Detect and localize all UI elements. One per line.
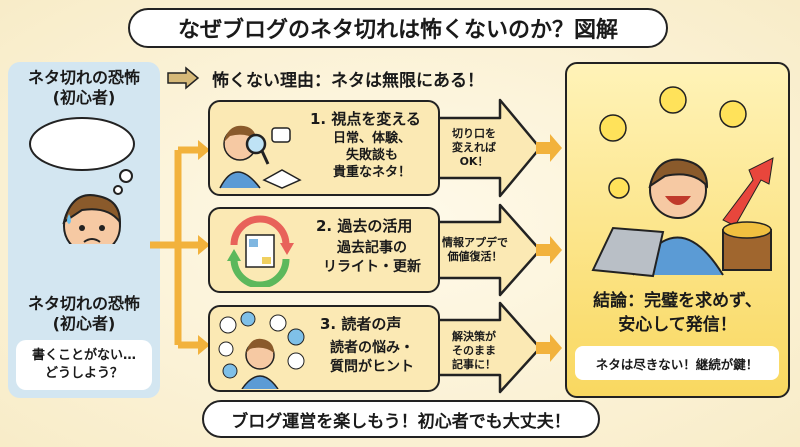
card-text-line: 日常、体験、 xyxy=(332,131,411,146)
reason-header: 怖くない理由：ネタは無限にある！ xyxy=(212,71,484,91)
card-title: 2. 過去の活用 xyxy=(316,217,413,235)
fear-heading-bottom-sub: (初心者) xyxy=(52,314,116,333)
questions-boy-icon xyxy=(218,311,305,389)
card-text-line: 読者の悩み・ xyxy=(330,340,414,356)
card-reader-voice: 3. 読者の声 読者の悩み・ 質問がヒント xyxy=(208,305,440,392)
worry-bubble: 書くことがない… どうしよう？ xyxy=(16,340,152,390)
worry-line1: 書くことがない… xyxy=(31,348,136,363)
magnifier-boy-icon xyxy=(219,125,302,189)
card-title: 3. 読者の声 xyxy=(320,315,402,333)
happy-blogger-icon xyxy=(591,86,774,278)
card-text-line: リライト・更新 xyxy=(323,259,421,275)
page-title: なぜブログのネタ切れは怖くないのか？図解 xyxy=(128,8,668,48)
conclusion-line2: 安心して発信！ xyxy=(618,315,737,335)
arrow-text-line: 価値復活！ xyxy=(447,250,503,263)
card-text-line: 失敗談も xyxy=(345,148,398,163)
fear-heading-top-sub: (初心者) xyxy=(52,88,116,107)
arrow-text-line: 解決策が xyxy=(452,330,496,343)
card-text-line: 質問がヒント xyxy=(330,359,414,375)
card-past-articles: 2. 過去の活用 過去記事の リライト・更新 xyxy=(208,207,440,293)
card-text-line: 過去記事の xyxy=(337,240,407,256)
conclusion-line1: 結論：完璧を求めず、 xyxy=(593,291,762,311)
card-title: 1. 視点を変える xyxy=(310,110,421,128)
card-text-line: 貴重なネタ！ xyxy=(332,165,411,180)
fear-heading-bottom: ネタ切れの恐怖 xyxy=(27,294,140,313)
fear-heading-top: ネタ切れの恐怖 xyxy=(27,68,140,87)
arrow-text-line: 記事に！ xyxy=(452,358,496,371)
footer-banner: ブログ運営を楽しもう！初心者でも大丈夫！ xyxy=(202,400,600,438)
worry-line2: どうしよう？ xyxy=(44,366,123,381)
worried-boy-icon xyxy=(29,117,135,244)
conclusion-panel: 結論：完璧を求めず、 安心して発信！ ネタは尽きない！継続が鍵！ xyxy=(565,62,790,398)
card-perspective: 1. 視点を変える 日常、体験、 失敗談も 貴重なネタ！ xyxy=(208,100,440,196)
refresh-article-icon xyxy=(227,215,294,287)
arrow-text-line: そのまま xyxy=(452,344,496,357)
arrow-text-line: 情報アプデで xyxy=(442,236,508,249)
arrow-text-line: 切り口を xyxy=(452,127,496,140)
fear-panel: ネタ切れの恐怖 (初心者) ネタ切れの恐怖 (初心者) 書くことがない… どうしよ… xyxy=(8,62,160,398)
arrow-text-line: OK！ xyxy=(459,155,489,168)
conclusion-note: ネタは尽きない！継続が鍵！ xyxy=(575,346,779,380)
arrow-text-line: 変えれば xyxy=(452,141,496,154)
